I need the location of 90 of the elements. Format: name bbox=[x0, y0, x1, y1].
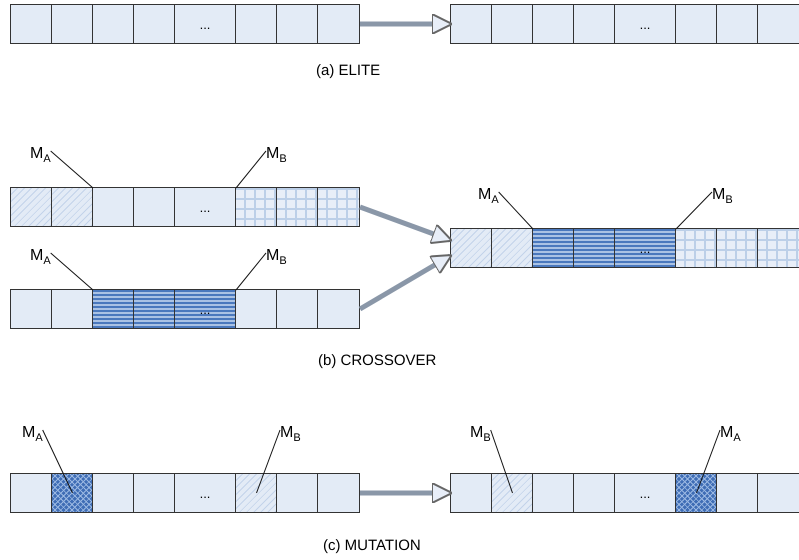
gene-cell bbox=[717, 229, 758, 267]
cut-point-label: M$_{A}$ bbox=[22, 424, 43, 448]
gene-cell bbox=[52, 290, 93, 328]
gene-cell bbox=[758, 229, 799, 267]
gene-cell bbox=[676, 474, 717, 512]
gene-cell bbox=[236, 188, 277, 226]
gene-cell bbox=[93, 290, 134, 328]
chromosome-bar bbox=[450, 228, 799, 268]
gene-cell bbox=[134, 5, 175, 43]
chromosome-bar bbox=[10, 4, 360, 44]
leader-line bbox=[696, 430, 720, 494]
cut-point-label: M$_{A}$ bbox=[30, 247, 51, 270]
gene-cell bbox=[451, 5, 492, 43]
caption: (a) ELITE bbox=[316, 62, 380, 79]
gene-cell bbox=[134, 188, 175, 226]
gene-cell bbox=[52, 5, 93, 43]
caption: (c) MUTATION bbox=[323, 537, 421, 554]
chromosome-bar bbox=[450, 473, 799, 513]
gene-cell bbox=[93, 474, 134, 512]
gene-cell bbox=[236, 5, 277, 43]
leader-line bbox=[490, 430, 513, 494]
gene-cell bbox=[451, 229, 492, 267]
cut-point-label: M$_{B}$ bbox=[266, 247, 287, 270]
gene-cell bbox=[574, 229, 615, 267]
gene-cell: ... bbox=[175, 188, 236, 226]
chromosome-bar bbox=[10, 473, 360, 513]
gene-cell bbox=[318, 5, 359, 43]
chromosome-bar bbox=[450, 4, 799, 44]
gene-cell bbox=[236, 474, 277, 512]
gene-cell bbox=[676, 5, 717, 43]
gene-cell: ... bbox=[175, 5, 236, 43]
leader-line bbox=[676, 192, 712, 230]
gene-cell bbox=[717, 474, 758, 512]
gene-cell: ... bbox=[615, 474, 676, 512]
arrow bbox=[358, 254, 453, 312]
arrow bbox=[360, 13, 453, 35]
cut-point-label: M$_{B}$ bbox=[712, 186, 733, 210]
chromosome-bar bbox=[10, 289, 360, 329]
leader-line bbox=[498, 192, 534, 230]
gene-cell bbox=[277, 474, 318, 512]
arrow bbox=[360, 482, 453, 504]
leader-line bbox=[236, 150, 266, 188]
gene-cell bbox=[52, 188, 93, 226]
gene-cell: ... bbox=[175, 474, 236, 512]
cut-point-label: M$_{B}$ bbox=[470, 424, 491, 448]
gene-cell bbox=[758, 474, 799, 512]
arrow bbox=[359, 204, 453, 244]
gene-cell bbox=[134, 290, 175, 328]
gene-cell bbox=[318, 290, 359, 328]
gene-cell bbox=[11, 290, 52, 328]
gene-cell bbox=[676, 229, 717, 267]
caption: (b) CROSSOVER bbox=[318, 352, 436, 369]
cut-point-label: M$_{B}$ bbox=[266, 145, 287, 168]
leader-line bbox=[42, 430, 73, 494]
gene-cell bbox=[451, 474, 492, 512]
gene-cell bbox=[93, 5, 134, 43]
gene-cell bbox=[533, 474, 574, 512]
gene-cell bbox=[318, 188, 359, 226]
gene-cell bbox=[277, 5, 318, 43]
gene-cell bbox=[492, 5, 533, 43]
gene-cell bbox=[277, 290, 318, 328]
gene-cell bbox=[574, 474, 615, 512]
gene-cell bbox=[134, 474, 175, 512]
leader-line bbox=[236, 252, 266, 290]
gene-cell bbox=[236, 290, 277, 328]
gene-cell bbox=[11, 5, 52, 43]
gene-cell bbox=[533, 5, 574, 43]
gene-cell bbox=[574, 5, 615, 43]
gene-cell bbox=[492, 474, 533, 512]
leader-line bbox=[50, 252, 94, 290]
gene-cell bbox=[52, 474, 93, 512]
leader-line bbox=[256, 430, 280, 494]
cut-point-label: M$_{A}$ bbox=[720, 424, 741, 448]
gene-cell: ... bbox=[175, 290, 236, 328]
chromosome-bar bbox=[10, 187, 360, 227]
gene-cell bbox=[492, 229, 533, 267]
gene-cell bbox=[717, 5, 758, 43]
gene-cell bbox=[533, 229, 574, 267]
leader-line bbox=[50, 150, 94, 188]
cut-point-label: M$_{B}$ bbox=[280, 424, 301, 448]
gene-cell bbox=[758, 5, 799, 43]
gene-cell bbox=[318, 474, 359, 512]
gene-cell bbox=[11, 474, 52, 512]
gene-cell: ... bbox=[615, 5, 676, 43]
cut-point-label: M$_{A}$ bbox=[478, 186, 499, 210]
cut-point-label: M$_{A}$ bbox=[30, 145, 51, 168]
gene-cell: ... bbox=[615, 229, 676, 267]
gene-cell bbox=[93, 188, 134, 226]
gene-cell bbox=[277, 188, 318, 226]
gene-cell bbox=[11, 188, 52, 226]
